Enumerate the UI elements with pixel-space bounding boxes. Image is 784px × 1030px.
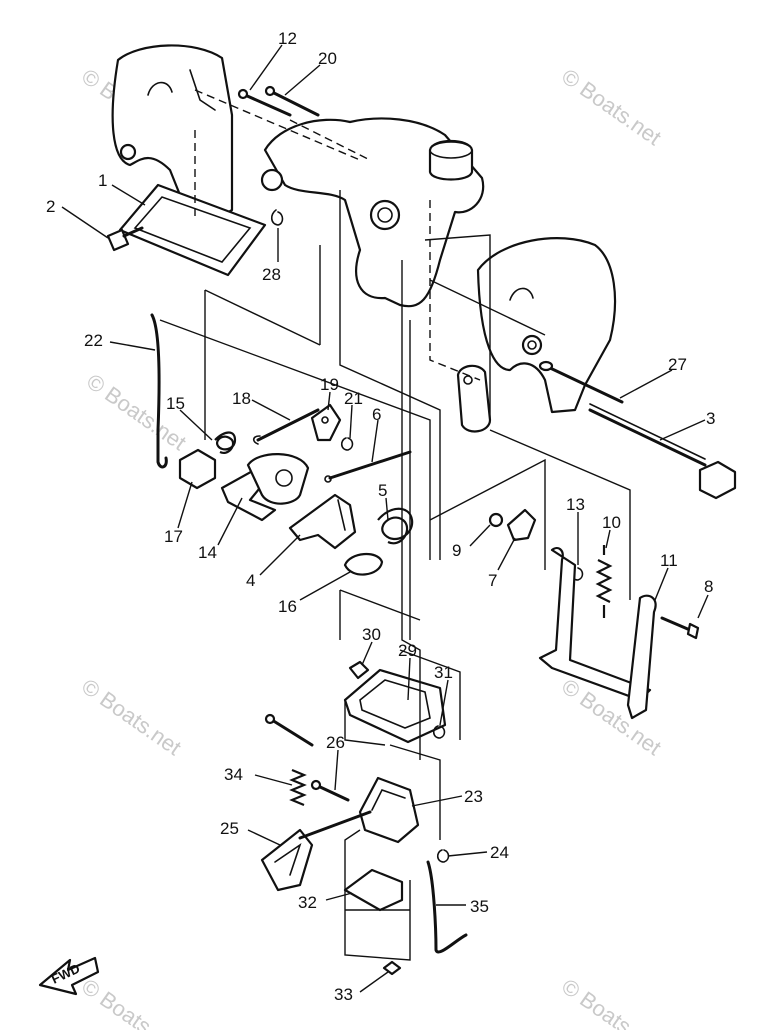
callout-20: 20: [318, 49, 337, 68]
callout-2: 2: [46, 197, 55, 216]
part-35-rod: [426, 860, 468, 954]
part-14-plate: [220, 453, 310, 522]
part-29-frame: [343, 668, 447, 744]
part-24-clip: [436, 849, 450, 863]
part-2-bolt: [106, 226, 144, 252]
callout-33: 33: [334, 985, 353, 1004]
callout-23: 23: [464, 787, 483, 806]
part-28-clip: [270, 209, 284, 226]
part-34-spring: [264, 713, 314, 807]
part-27-shaft: [538, 360, 624, 404]
callout-15: 15: [166, 394, 185, 413]
callout-3: 3: [706, 409, 715, 428]
watermark-bottom-right: © Boats.net: [557, 974, 666, 1030]
left-clamp-bracket: [111, 44, 234, 224]
callout-32: 32: [298, 893, 317, 912]
callout-8: 8: [704, 577, 713, 596]
callout-7: 7: [488, 571, 497, 590]
part-31-clip: [432, 725, 446, 739]
callout-29: 29: [398, 641, 417, 660]
callout-28: 28: [262, 265, 281, 284]
parts-12-20-pins: [237, 85, 320, 117]
part-19-lever: [310, 403, 342, 442]
watermark-bottom-left: © Boats.net: [77, 974, 186, 1030]
callout-11: 11: [660, 551, 678, 570]
watermark-top-right: © Boats.net: [557, 64, 666, 151]
leader-lines: [61, 44, 709, 993]
right-clamp-bracket: [476, 237, 617, 414]
part-26-pin: [310, 779, 350, 802]
part-16-cap: [343, 553, 384, 576]
part-17-block: [178, 448, 217, 490]
part-21-clip: [340, 437, 354, 451]
part-33-nut: [382, 960, 402, 976]
callout-35: 35: [470, 897, 489, 916]
callout-26: 26: [326, 733, 345, 752]
part-22-wire: [150, 313, 168, 469]
callout-17: 17: [164, 527, 183, 546]
callout-1: 1: [98, 171, 107, 190]
part-6-wire: [324, 450, 412, 483]
callout-30: 30: [362, 625, 381, 644]
part-5-spring: [377, 507, 414, 545]
part-9-washer: [488, 512, 504, 528]
part-15-spring: [214, 431, 237, 454]
callout-12: 12: [278, 29, 297, 48]
part-25-bracket: [260, 810, 372, 892]
callout-27: 27: [668, 355, 687, 374]
assembly-guide-lines: [159, 89, 631, 961]
callout-14: 14: [198, 543, 217, 562]
tilt-lever-piece: [456, 364, 492, 433]
part-3-rod: [588, 403, 737, 500]
callout-16: 16: [278, 597, 297, 616]
part-18-wire: [252, 408, 320, 445]
callout-10: 10: [602, 513, 621, 532]
callout-34: 34: [224, 765, 243, 784]
callout-21: 21: [344, 389, 363, 408]
callout-5: 5: [378, 481, 387, 500]
watermark-mid-bottom-left: © Boats.net: [77, 674, 186, 761]
callout-19: 19: [320, 375, 339, 394]
callout-6: 6: [372, 405, 381, 424]
callout-31: 31: [434, 663, 453, 682]
part-8-bolt: [660, 616, 700, 640]
callout-4: 4: [246, 571, 255, 590]
part-4-bracket: [288, 493, 357, 550]
part-7-lever: [506, 508, 537, 542]
part-10-spring: [595, 545, 613, 618]
part-30-nut: [348, 660, 370, 680]
callout-9: 9: [452, 541, 461, 560]
callout-24: 24: [490, 843, 509, 862]
part-32-plate: [343, 868, 404, 912]
callout-13: 13: [566, 495, 585, 514]
part-23-bracket: [358, 776, 420, 844]
callout-labels: 12 20 1 2 28 22 27 3 15 18 19 21 6 17 14…: [46, 29, 715, 1004]
part-1-plate: [118, 183, 267, 277]
callout-25: 25: [220, 819, 239, 838]
callout-18: 18: [232, 389, 251, 408]
callout-22: 22: [84, 331, 103, 350]
tilt-lever-assembly: [538, 546, 657, 720]
swivel-bracket: [260, 117, 485, 308]
